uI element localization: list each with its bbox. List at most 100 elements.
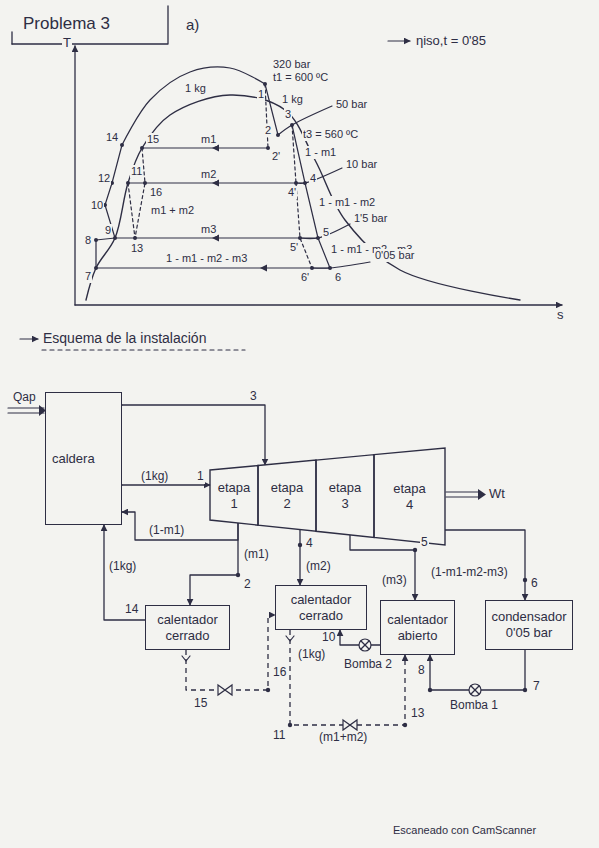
turbine-stage: etapa 2 [258, 460, 316, 532]
annotation-label: 16 [272, 666, 287, 680]
annotation-label: 15 [193, 697, 208, 711]
liquid-line [105, 145, 122, 238]
state-point [290, 123, 294, 127]
annotation-label: Escaneado con CamScanner [392, 824, 537, 837]
annotation-label: 11 [130, 165, 143, 178]
junction-dot [428, 688, 432, 692]
isentropic-line [265, 84, 268, 148]
annotation-label: Bomba 2 [343, 658, 393, 672]
state-point [263, 82, 267, 86]
equipment-box: condensador0'05 bar [485, 600, 573, 650]
heating-curve [122, 67, 265, 145]
annotation-label: 6 [530, 577, 539, 591]
flow-label: (1-m1) [148, 524, 185, 538]
turbine-outline [374, 448, 445, 545]
junction-dot [288, 723, 292, 727]
title-frame [11, 32, 12, 44]
annotation-label: 2' [271, 150, 281, 163]
flow-arrow-head [260, 265, 267, 272]
trap-symbol [182, 656, 190, 661]
state-point [120, 143, 124, 147]
annotation-label: s [556, 308, 565, 323]
title: Problema 3 [22, 14, 111, 34]
pointer-arrow [20, 338, 38, 339]
annotation-label: 10 [90, 199, 104, 212]
annotation-label: 10 bar [345, 158, 378, 171]
annotation-label: 1 - m1 [304, 146, 337, 159]
annotation-label: 1 kg [184, 82, 207, 95]
annotation-label: 7 [532, 680, 541, 694]
isobar [312, 262, 370, 268]
annotation-label: 4 [305, 537, 314, 551]
heat-arrow [8, 407, 44, 408]
flow-label: (m3) [381, 574, 408, 588]
node-text: calentador abierto [387, 612, 448, 643]
junction-dot [298, 543, 302, 547]
work-arrow [446, 496, 480, 497]
annotation-label: 1'5 bar [353, 212, 388, 225]
pointer-arrow [388, 40, 410, 41]
pump-symbol [471, 686, 479, 694]
junction-dot [236, 573, 240, 577]
junction-dot [523, 688, 527, 692]
flow-line [122, 405, 265, 465]
junction-dot [523, 578, 527, 582]
annotation-label: 13 [410, 707, 425, 721]
flow-label: (1-m1-m2-m3) [430, 566, 509, 580]
state-point [310, 266, 314, 270]
saturation-dome [86, 95, 520, 300]
equipment-box: calentador cerrado [275, 585, 367, 630]
annotation-label: 5' [289, 241, 299, 254]
annotation-label: m1 [200, 133, 217, 146]
flow-label: (m1) [243, 548, 270, 562]
annotation-label: t3 = 560 ºC [302, 128, 359, 141]
annotation-label: 1 - m1 - m2 [318, 196, 376, 209]
node-text: etapa 4 [393, 481, 426, 512]
annotation-label: Wt [488, 487, 506, 502]
flow-label: (m2) [305, 560, 332, 574]
annotation-label: m2 [200, 168, 217, 181]
state-point [133, 236, 137, 240]
annotation-label: 8 [417, 664, 426, 678]
turbine-outline [210, 466, 258, 526]
pump-symbol [359, 639, 371, 651]
annotation-label: 10 [321, 631, 336, 645]
flow-line [299, 530, 300, 585]
state-point [276, 133, 280, 137]
trap-symbol [286, 636, 294, 641]
flow-label: (m1+m2) [318, 731, 368, 745]
heat-arrow [8, 412, 44, 413]
annotation-label: t1 = 600 ºC [272, 71, 329, 84]
annotation-label: Bomba 1 [449, 699, 499, 713]
state-point [303, 181, 307, 185]
annotation-label: 1 kg [281, 93, 304, 106]
flow-label: (1kg) [140, 470, 169, 484]
junction-dot [403, 723, 407, 727]
s-axis [75, 304, 562, 305]
work-arrow [446, 491, 480, 492]
annotation-label: 1 - m1 - m2 - m3 [165, 252, 248, 265]
annotation-label: 4 [309, 172, 317, 185]
state-point [126, 181, 130, 185]
annotation-label: Esquema de la instalación [42, 330, 207, 346]
annotation-label: m3 [200, 223, 217, 236]
annotation-label: 7 [84, 270, 92, 283]
pump-symbol [361, 641, 369, 649]
equipment-box: caldera [45, 392, 122, 525]
flow-line [122, 484, 210, 485]
flow-label: 3 [249, 390, 258, 404]
flow-label: (1kg) [108, 560, 137, 574]
turbine-outline [258, 460, 316, 531]
annotation-label: ηiso,t = 0'85 [415, 34, 487, 49]
state-point [328, 266, 332, 270]
annotation-label: 14 [105, 131, 119, 144]
annotation-label: 12 [97, 172, 111, 185]
valve-symbol [218, 685, 232, 695]
state-point [298, 236, 302, 240]
extraction-line [142, 147, 268, 148]
annotation-label: 11 [272, 729, 286, 743]
node-text: etapa 2 [271, 480, 304, 511]
annotation-label: a) [185, 16, 200, 33]
annotation-label: 6 [334, 271, 342, 284]
isobar [300, 224, 350, 239]
